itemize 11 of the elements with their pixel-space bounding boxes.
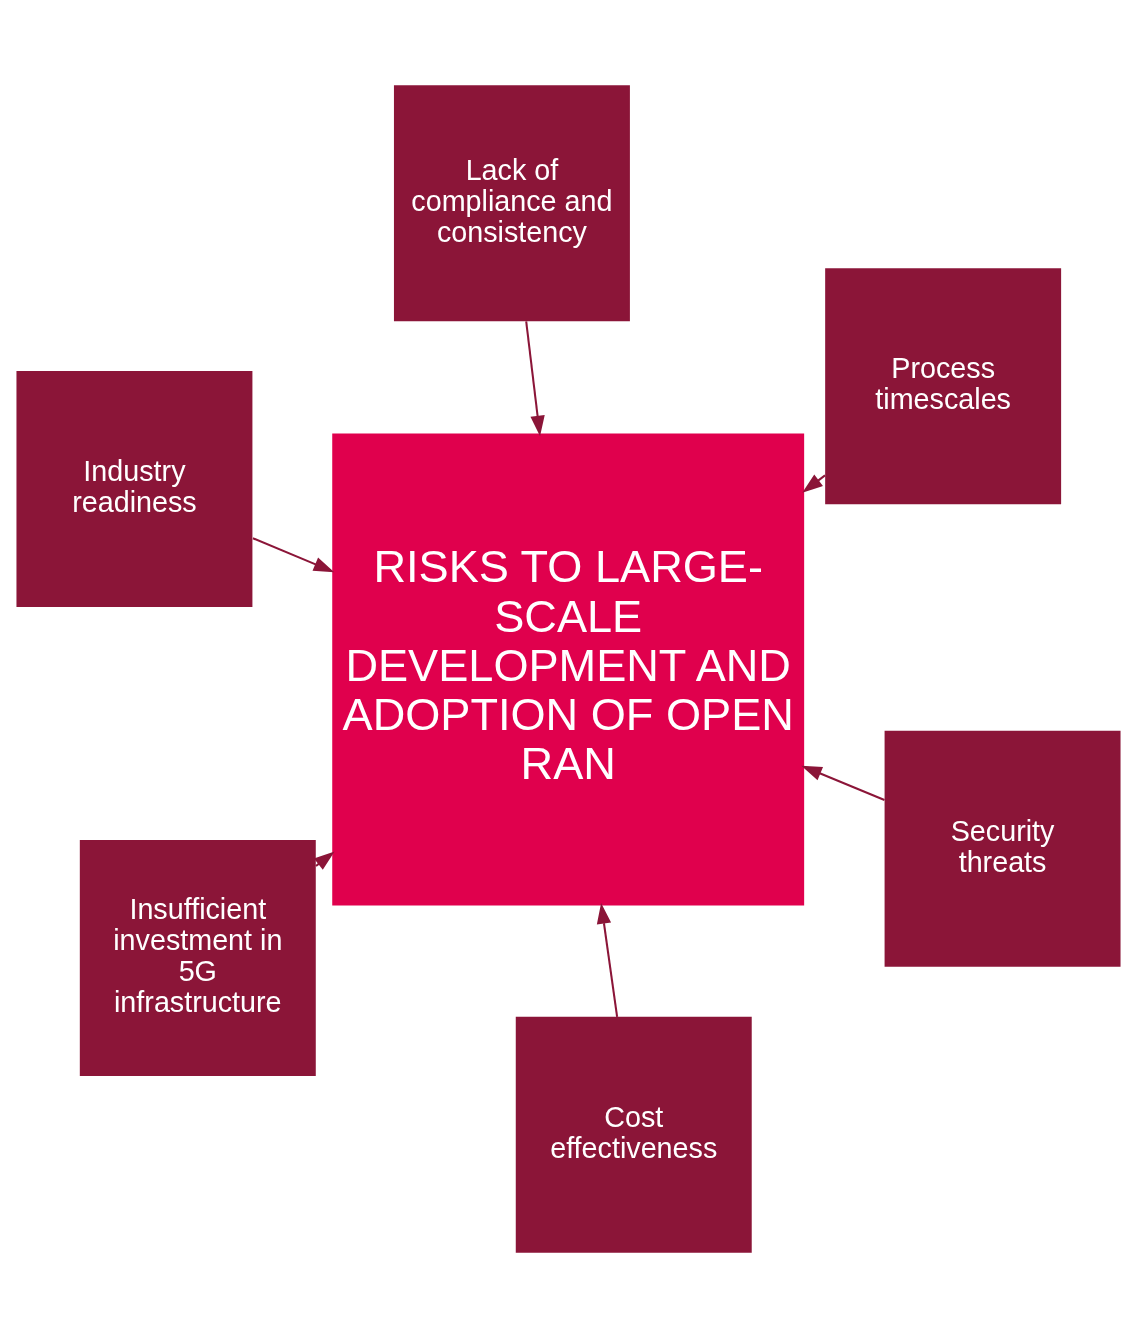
- node-box: Industry readiness: [16, 370, 253, 607]
- node-box: Process timescales: [825, 267, 1062, 504]
- node-box: Lack of compliance and consistency: [393, 84, 630, 321]
- node-box: RISKS TO LARGE-SCALE DEVELOPMENT AND ADOPTION OF OPEN RAN: [332, 432, 805, 905]
- node-box: Security threats: [884, 730, 1121, 967]
- arrow: [252, 536, 335, 572]
- node-box: Insufficient investment in 5G infrastructure: [79, 839, 316, 1076]
- arrow: [596, 902, 619, 1017]
- arrow: [801, 765, 885, 801]
- node-box: Cost effectiveness: [515, 1016, 752, 1253]
- arrow: [525, 320, 545, 436]
